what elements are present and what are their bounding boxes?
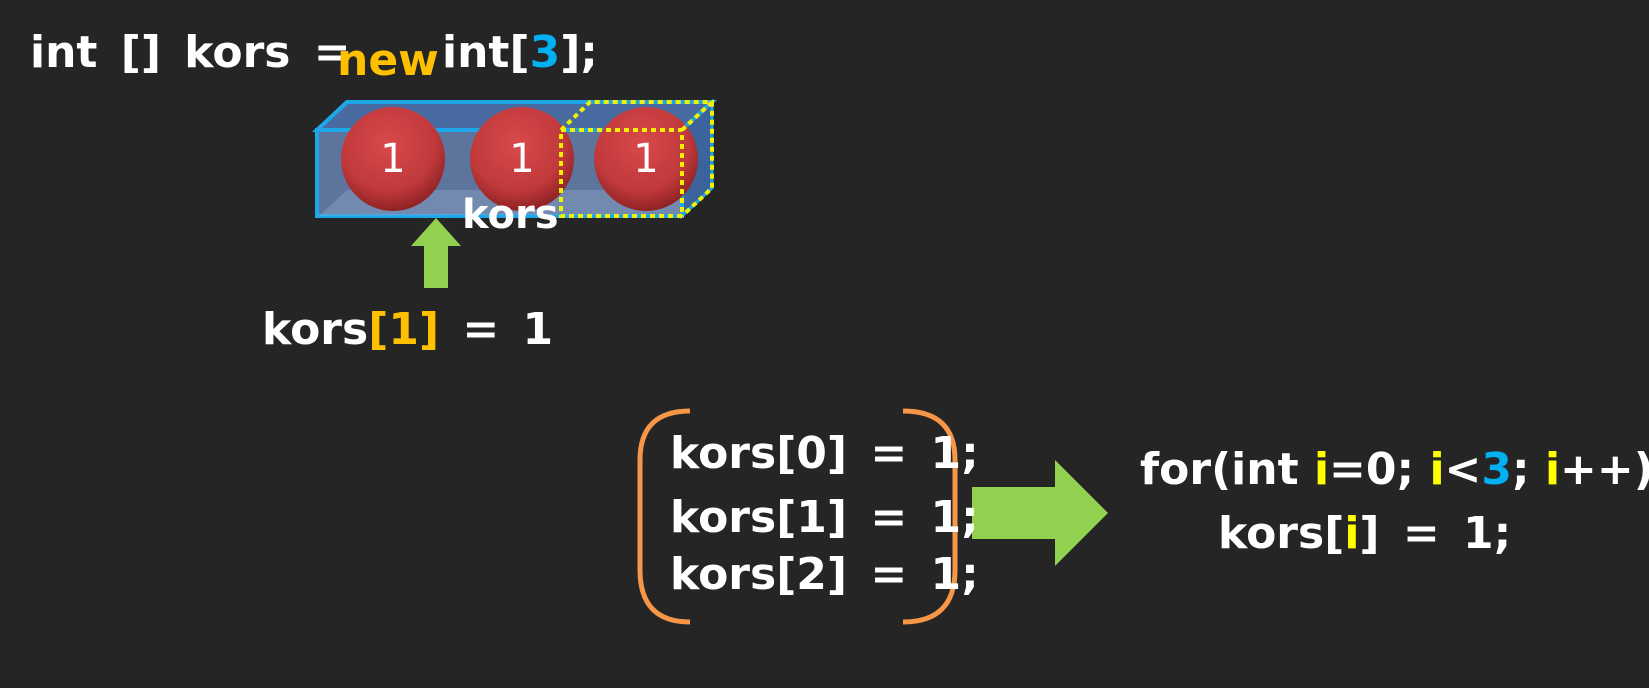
assignment-line-2: kors[2] = 1;: [670, 549, 979, 600]
assignment-line-1: kors[1] = 1;: [670, 492, 979, 543]
array-ball-2: [594, 107, 698, 211]
ball-value-1: 1: [509, 136, 535, 182]
new-keyword: new: [337, 35, 439, 86]
index-arrow-icon: [411, 218, 461, 288]
loop-body-var: i: [1344, 508, 1360, 559]
array-ball-1: [470, 107, 574, 211]
ball-value-2: 1: [633, 136, 659, 182]
loop-var-2: i: [1429, 444, 1445, 495]
loop-header: for(int i=0; i<3; i++): [1140, 448, 1649, 492]
loop-body-pre: kors[: [1218, 508, 1345, 559]
loop-var-3: i: [1544, 444, 1561, 495]
declaration-close: ];: [560, 27, 598, 78]
highlighted-cell: [559, 100, 714, 218]
declaration-int: int[3];: [442, 31, 598, 75]
declaration-size: 3: [529, 27, 561, 78]
loop-p3: <: [1444, 444, 1482, 495]
access-bracket-close: ]: [418, 304, 440, 355]
access-rest: = 1: [439, 304, 554, 355]
access-index: 1: [388, 304, 419, 355]
array-label: kors: [462, 192, 559, 238]
access-name: kors: [262, 304, 369, 355]
right-bracket: [902, 408, 958, 625]
loop-body: kors[i] = 1;: [1218, 512, 1511, 556]
assignment-line-0: kors[0] = 1;: [670, 428, 979, 479]
array-ball-0: [341, 107, 445, 211]
access-bracket-open: [: [368, 304, 389, 355]
loop-p1: for(int: [1140, 444, 1314, 495]
declaration-type: int [] kors =: [30, 27, 351, 78]
loop-p4: ;: [1512, 444, 1545, 495]
ball-value-0: 1: [380, 136, 406, 182]
loop-body-post: ] = 1;: [1359, 508, 1512, 559]
loop-var-1: i: [1313, 444, 1330, 495]
left-bracket: [637, 408, 691, 625]
declaration-int-open: int[: [442, 27, 530, 78]
loop-p2: =0;: [1329, 444, 1430, 495]
index-access: kors[1] = 1: [262, 308, 553, 352]
loop-p5: ++): [1560, 444, 1649, 495]
transform-arrow-icon: [972, 460, 1108, 566]
loop-limit: 3: [1481, 444, 1513, 495]
